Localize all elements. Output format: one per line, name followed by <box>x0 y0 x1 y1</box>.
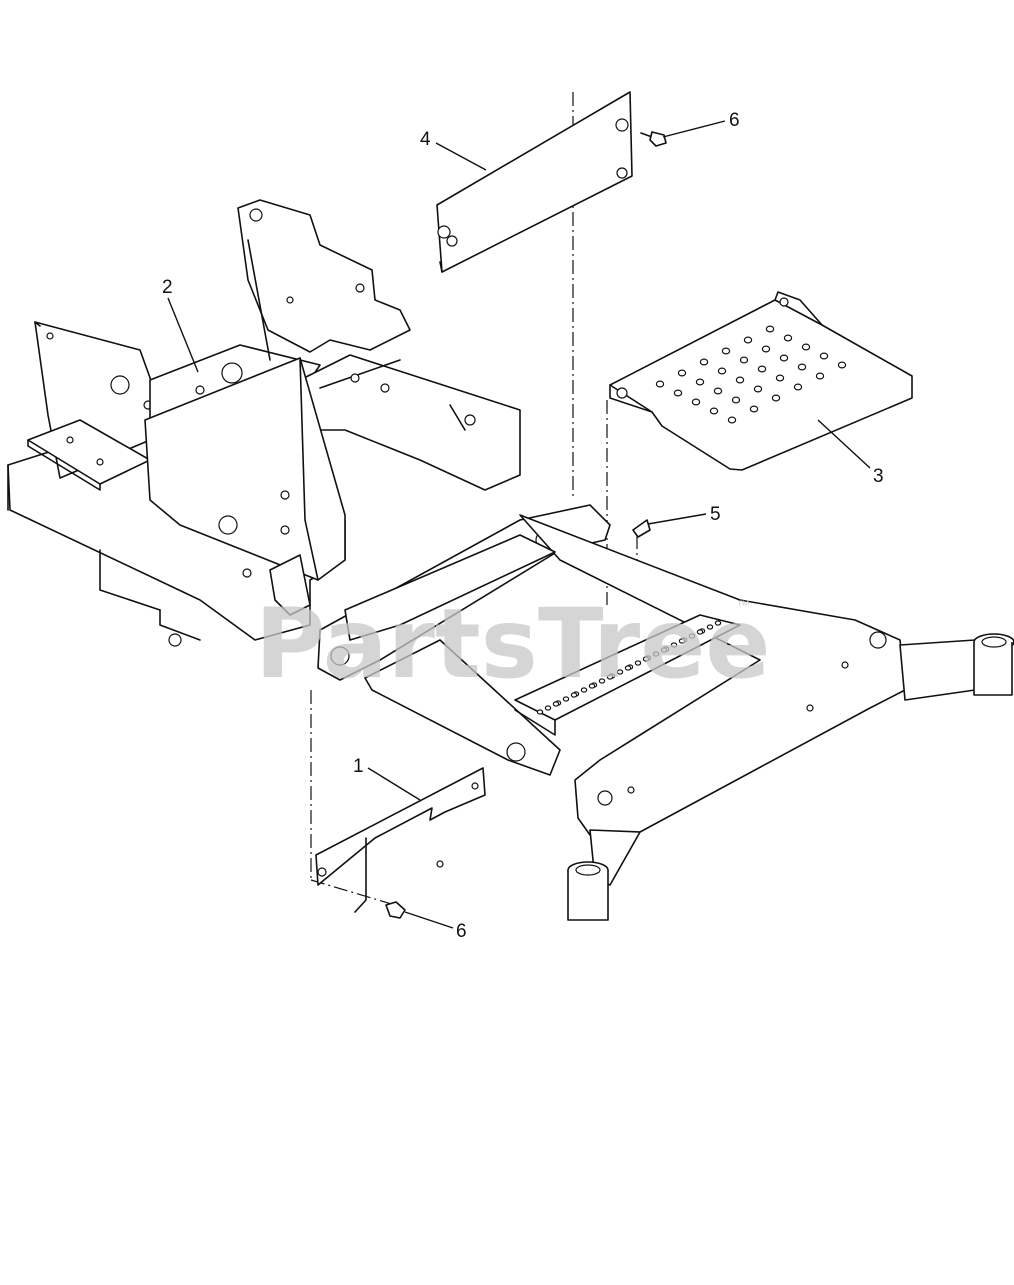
floor-pan-hole <box>624 665 632 671</box>
floor-pan-hole <box>562 696 570 702</box>
part-6-screw-upper <box>640 131 667 147</box>
callout-4: 4 <box>420 129 431 150</box>
foot-plate-hole <box>735 376 745 384</box>
foot-plate-hole <box>779 354 789 362</box>
callout-3: 3 <box>873 466 884 487</box>
floor-pan-hole <box>706 624 714 630</box>
foot-plate-hole <box>757 365 767 373</box>
floor-pan-hole <box>696 629 704 635</box>
floor-pan-hole <box>606 674 614 680</box>
foot-plate-hole <box>717 367 727 375</box>
foot-plate-hole <box>677 369 687 377</box>
floor-pan-hole <box>580 687 588 693</box>
callout-6-lower: 6 <box>456 921 467 942</box>
foot-plate-hole <box>709 407 719 415</box>
part-4-cover-panel <box>436 91 633 273</box>
foot-plate-hole <box>765 325 775 333</box>
foot-plate-hole <box>749 405 759 413</box>
frame-assembly <box>7 199 1014 921</box>
foot-plate-hole <box>753 385 763 393</box>
floor-pan-hole <box>660 647 668 653</box>
foot-plate-hole <box>731 396 741 404</box>
floor-pan-holes <box>536 620 722 715</box>
floor-pan-hole <box>634 660 642 666</box>
foot-plate-hole <box>793 383 803 391</box>
floor-pan-hole <box>678 638 686 644</box>
foot-plate-hole <box>691 398 701 406</box>
floor-pan-hole <box>714 620 722 626</box>
floor-pan-hole <box>688 633 696 639</box>
watermark-text: PartsTree <box>255 588 770 700</box>
callout-5: 5 <box>710 504 721 525</box>
partstree-watermark: PartsTree ™ <box>255 588 770 700</box>
floor-pan-hole <box>598 678 606 684</box>
foot-plate-hole <box>801 343 811 351</box>
foot-plate-hole <box>655 380 665 388</box>
foot-plate-hole <box>761 345 771 353</box>
foot-plate-holes <box>655 325 847 424</box>
floor-pan-hole <box>642 656 650 662</box>
watermark-trademark: ™ <box>736 597 750 613</box>
part-6-screw-lower <box>385 901 406 919</box>
foot-plate-hole <box>775 374 785 382</box>
foot-plate-hole <box>699 358 709 366</box>
foot-plate-hole <box>797 363 807 371</box>
foot-plate-hole <box>727 416 737 424</box>
foot-plate-hole <box>837 361 847 369</box>
floor-pan-hole <box>570 692 578 698</box>
leader-lines <box>167 120 871 929</box>
floor-pan-hole <box>616 669 624 675</box>
foot-plate-hole <box>721 347 731 355</box>
foot-plate-hole <box>819 352 829 360</box>
foot-plate-hole <box>739 356 749 364</box>
callout-2: 2 <box>162 277 173 298</box>
foot-plate-hole <box>771 394 781 402</box>
foot-plate-hole <box>815 372 825 380</box>
floor-pan-hole <box>652 651 660 657</box>
foot-plate-hole <box>695 378 705 386</box>
floor-pan-hole <box>552 701 560 707</box>
foot-plate-hole <box>783 334 793 342</box>
foot-plate-hole <box>743 336 753 344</box>
foot-plate-hole <box>713 387 723 395</box>
part-1-lower-bracket <box>315 767 486 913</box>
callout-1: 1 <box>353 756 364 777</box>
callout-labels: 2 4 6 3 5 1 6 <box>162 110 884 942</box>
foot-plate-hole <box>673 389 683 397</box>
floor-pan-hole <box>588 683 596 689</box>
part-3-foot-plate <box>609 291 913 471</box>
callout-6-upper: 6 <box>729 110 740 131</box>
floor-pan-hole <box>536 709 544 715</box>
floor-pan-hole <box>544 705 552 711</box>
part-5-clip <box>632 519 651 538</box>
floor-pan-hole <box>670 642 678 648</box>
